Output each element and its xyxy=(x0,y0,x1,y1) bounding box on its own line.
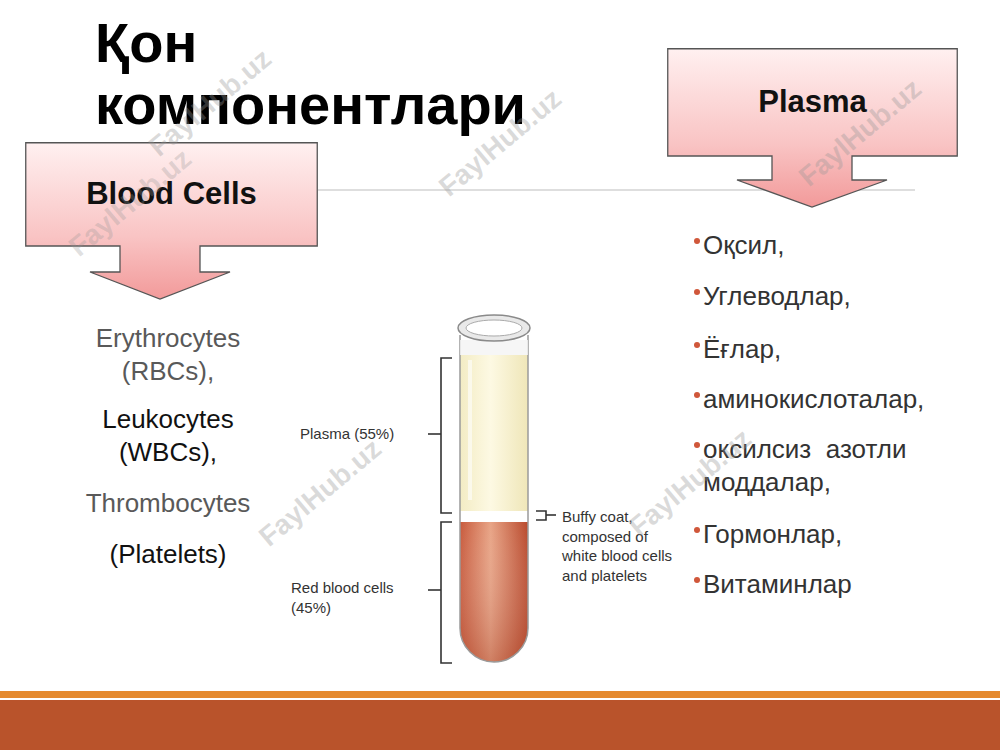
plasma-item: Витаминлар xyxy=(703,568,973,601)
test-tube xyxy=(458,315,530,662)
bracket xyxy=(428,358,556,663)
bullet xyxy=(694,392,700,398)
callout-shape xyxy=(667,48,958,208)
callout-outline xyxy=(26,143,318,299)
tube-label: Red blood cells (45%) xyxy=(291,578,421,617)
callout-outline xyxy=(668,49,958,207)
plasma-item: Оқсил, xyxy=(703,229,973,262)
plasma-item: оксилсиз азотли моддалар, xyxy=(703,433,963,498)
plasma-item: Углеводлар, xyxy=(703,280,973,313)
tube-label: Buffy coat, composed of white blood cell… xyxy=(562,507,684,585)
plasma-item: аминокислоталар, xyxy=(703,383,973,416)
category-callout: Blood Cells xyxy=(25,142,318,300)
watermark: FaylHub.uz xyxy=(602,405,778,560)
cell-type: Thrombocytes xyxy=(58,487,278,520)
bullet xyxy=(694,577,700,583)
cell-type: (Platelets) xyxy=(58,538,278,571)
plasma-item: Ёғлар, xyxy=(703,333,973,366)
accent-bar xyxy=(0,691,1000,698)
bullet xyxy=(694,289,700,295)
watermark: FaylHub.uz xyxy=(232,415,408,570)
cell-type: Leukocytes (WBCs), xyxy=(68,403,268,468)
category-callout: Plasma xyxy=(667,48,958,208)
callout-heading: Blood Cells xyxy=(86,176,257,212)
bullet xyxy=(694,527,700,533)
footer-bar xyxy=(0,700,1000,750)
plasma-item: Гормонлар, xyxy=(703,518,973,551)
slide-title: Қон компонентлари xyxy=(95,12,575,135)
bullet xyxy=(694,442,700,448)
tube-label: Plasma (55%) xyxy=(300,424,425,444)
callout-heading: Plasma xyxy=(758,84,867,120)
bullet xyxy=(694,238,700,244)
cell-type: Erythrocytes (RBCs), xyxy=(68,322,268,387)
bullet xyxy=(694,342,700,348)
callout-shape xyxy=(25,142,318,300)
